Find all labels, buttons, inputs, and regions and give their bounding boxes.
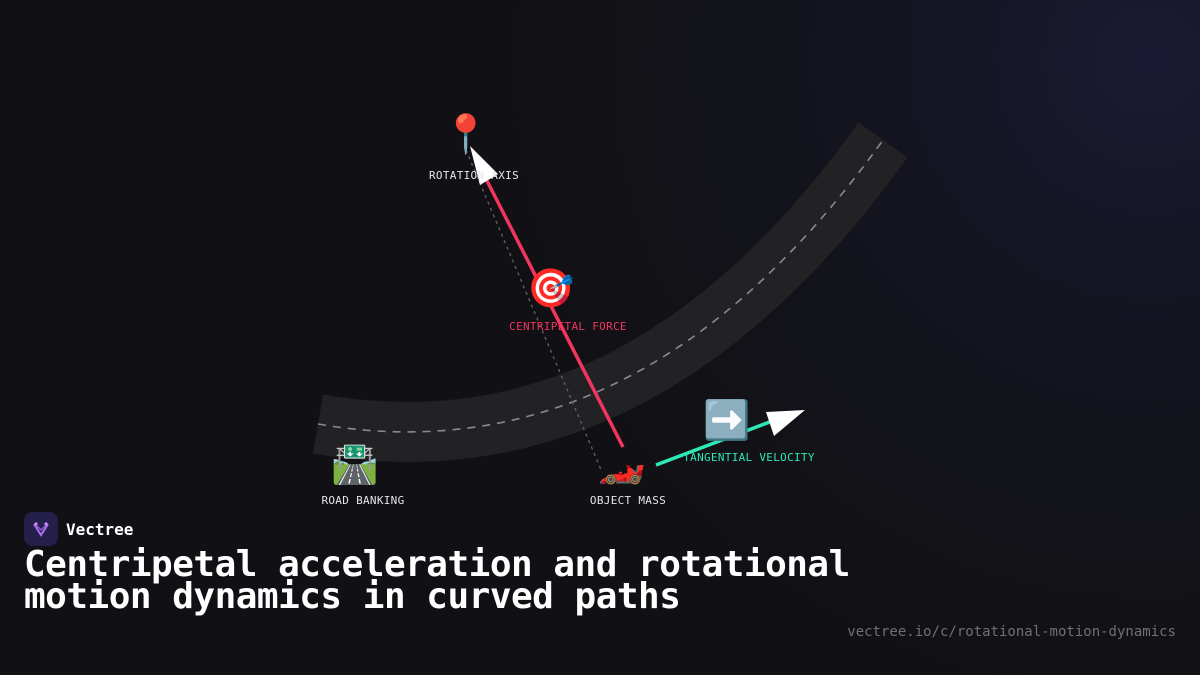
tangential-arrowhead bbox=[766, 410, 805, 436]
centripetal-arrowhead bbox=[470, 146, 498, 185]
brand-name: Vectree bbox=[66, 519, 134, 539]
road-center-line bbox=[317, 139, 884, 433]
vectree-logo-icon bbox=[24, 512, 58, 546]
radius-guide-line bbox=[465, 149, 603, 473]
road-icon: 🛣️ bbox=[331, 442, 379, 486]
tangential-velocity-label: TANGENTIAL VELOCITY bbox=[683, 451, 815, 464]
race-car-icon: 🏎️ bbox=[598, 442, 646, 486]
brand: Vectree bbox=[24, 512, 133, 546]
target-icon: 🎯 bbox=[527, 266, 575, 310]
page-title: Centripetal acceleration and rotational … bbox=[24, 544, 850, 617]
object-mass-label: OBJECT MASS bbox=[589, 494, 667, 507]
rotation-axis-label: ROTATION AXIS bbox=[429, 169, 519, 182]
centripetal-force-label: CENTRIPETAL FORCE bbox=[509, 320, 627, 333]
map-pin-icon: 📍 bbox=[442, 112, 490, 156]
tangential-velocity-arrow bbox=[655, 418, 776, 467]
source-url[interactable]: vectree.io/c/rotational-motion-dynamics bbox=[847, 624, 1176, 640]
right-arrow-icon: ➡️ bbox=[703, 398, 751, 442]
centripetal-force-arrow bbox=[482, 174, 625, 448]
road-banking-label: ROAD BANKING bbox=[321, 494, 405, 507]
